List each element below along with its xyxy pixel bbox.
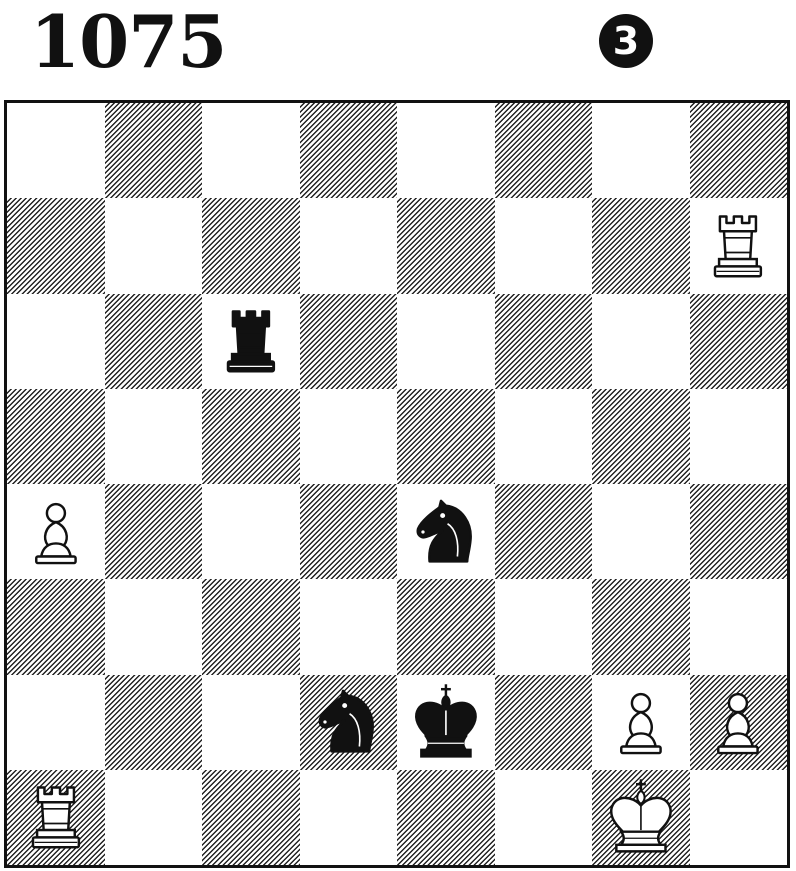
square-e5[interactable] [397,388,495,484]
square-c7[interactable] [202,198,300,294]
chess-board[interactable] [4,100,790,868]
square-b4[interactable] [104,484,202,580]
square-h6[interactable] [689,293,787,389]
square-b7[interactable] [104,198,202,294]
square-e2[interactable] [397,674,495,770]
square-c6[interactable] [202,293,300,389]
square-b3[interactable] [104,579,202,675]
square-b2[interactable] [104,674,202,770]
puzzle-number: 1075 [30,0,227,84]
square-a5[interactable] [7,388,105,484]
square-h8[interactable] [689,103,787,199]
white-pawn-icon[interactable] [7,484,105,579]
square-f2[interactable] [494,674,592,770]
square-f4[interactable] [494,484,592,580]
white-rook-icon[interactable] [690,198,788,293]
square-b6[interactable] [104,293,202,389]
square-a4[interactable] [7,484,105,580]
square-e7[interactable] [397,198,495,294]
square-d8[interactable] [299,103,397,199]
square-f5[interactable] [494,388,592,484]
square-d7[interactable] [299,198,397,294]
white-pawn-icon[interactable] [592,675,690,770]
square-g7[interactable] [592,198,690,294]
square-e1[interactable] [397,769,495,865]
square-g1[interactable] [592,769,690,865]
square-a6[interactable] [7,293,105,389]
square-g8[interactable] [592,103,690,199]
black-knight-icon[interactable] [397,484,495,579]
square-h1[interactable] [689,769,787,865]
black-king-icon[interactable] [397,675,495,770]
square-h5[interactable] [689,388,787,484]
square-a2[interactable] [7,674,105,770]
difficulty-badge: 3 [599,14,653,68]
square-d3[interactable] [299,579,397,675]
square-a1[interactable] [7,769,105,865]
square-g3[interactable] [592,579,690,675]
square-h3[interactable] [689,579,787,675]
square-d4[interactable] [299,484,397,580]
black-rook-icon[interactable] [202,294,300,389]
black-knight-icon[interactable] [300,675,398,770]
square-d5[interactable] [299,388,397,484]
square-f8[interactable] [494,103,592,199]
square-g4[interactable] [592,484,690,580]
square-e6[interactable] [397,293,495,389]
square-b1[interactable] [104,769,202,865]
square-f7[interactable] [494,198,592,294]
square-e3[interactable] [397,579,495,675]
square-g2[interactable] [592,674,690,770]
square-a8[interactable] [7,103,105,199]
square-g6[interactable] [592,293,690,389]
square-f6[interactable] [494,293,592,389]
square-d1[interactable] [299,769,397,865]
square-d2[interactable] [299,674,398,770]
square-h7[interactable] [689,198,788,294]
square-c1[interactable] [202,769,300,865]
square-c8[interactable] [202,103,300,199]
square-b5[interactable] [104,388,202,484]
square-a3[interactable] [7,579,105,675]
square-b8[interactable] [104,103,202,199]
white-king-icon[interactable] [592,770,690,865]
square-e4[interactable] [397,484,495,580]
square-e8[interactable] [397,103,495,199]
square-c3[interactable] [202,579,300,675]
square-a7[interactable] [7,198,105,294]
white-pawn-icon[interactable] [690,675,788,770]
square-d6[interactable] [299,293,397,389]
square-h4[interactable] [689,484,787,580]
square-c2[interactable] [202,674,300,770]
white-rook-icon[interactable] [7,770,105,865]
square-f3[interactable] [494,579,592,675]
square-c4[interactable] [202,484,300,580]
square-c5[interactable] [202,388,300,484]
square-h2[interactable] [689,674,788,770]
square-f1[interactable] [494,769,592,865]
square-g5[interactable] [592,388,690,484]
